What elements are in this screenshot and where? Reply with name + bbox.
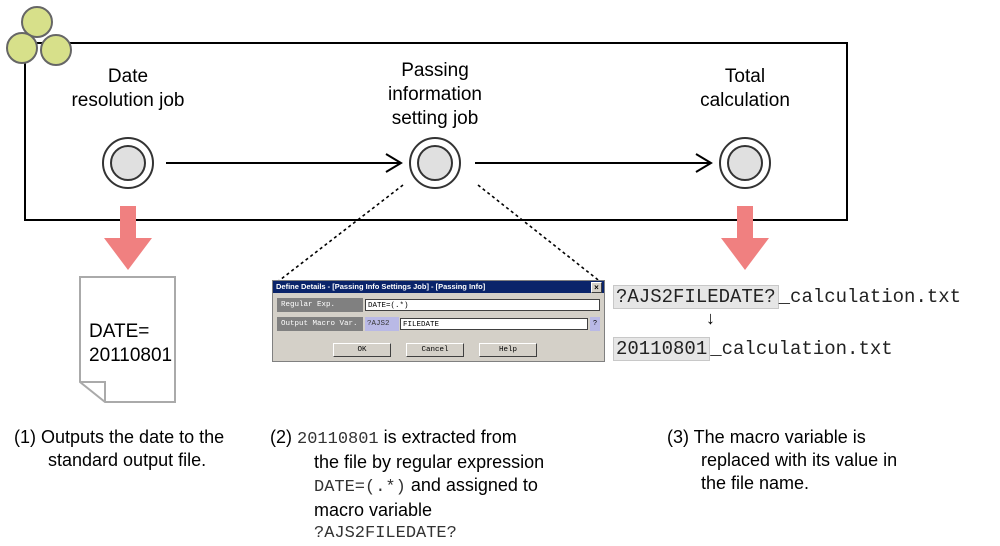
regex-label: Regular Exp. <box>277 298 363 312</box>
regex-input[interactable]: DATE=(.*) <box>365 299 600 311</box>
job-label-line: Date <box>107 66 149 87</box>
filename-after: 20110801_calculation.txt <box>613 337 893 361</box>
replace-arrow-icon <box>721 206 769 270</box>
caption-line: (2) 20110801 is extracted from <box>270 426 544 451</box>
value-highlight: 20110801 <box>613 337 711 361</box>
jobnet-frame <box>24 42 848 221</box>
caption-line: standard output file. <box>48 450 207 470</box>
filename-before: ?AJS2FILEDATE?_calculation.txt <box>613 285 961 309</box>
caption-line: the file name. <box>701 473 810 493</box>
job-label-line: setting job <box>391 108 479 129</box>
job-label-line: resolution job <box>71 90 185 111</box>
caption-text: and assigned to <box>410 475 538 495</box>
output-file-content: DATE= 20110801 <box>89 320 172 368</box>
job-icon-total-calculation <box>719 137 771 189</box>
define-details-dialog: Define Details - [Passing Info Settings … <box>272 280 605 362</box>
replace-down-arrow-icon: ↓ <box>706 308 715 328</box>
caption-regex: DATE=(.*) <box>314 478 406 497</box>
flow-arrow-1 <box>166 153 403 173</box>
job-label-total-calculation: Total calculation <box>645 65 845 113</box>
job-label-passing-info: Passing information setting job <box>335 59 535 131</box>
ok-button[interactable]: OK <box>333 343 391 357</box>
macro-input[interactable]: FILEDATE <box>400 318 588 330</box>
job-label-line: Total <box>724 66 766 87</box>
help-button[interactable]: Help <box>479 343 537 357</box>
job-label-line: information <box>388 84 482 105</box>
macro-label: Output Macro Var. <box>277 317 363 331</box>
output-file-line: 20110801 <box>89 345 173 366</box>
dialog-title: Define Details - [Passing Info Settings … <box>276 282 486 291</box>
caption-line: the file by regular expression <box>314 452 545 472</box>
job-label-line: calculation <box>700 90 790 111</box>
zoom-line-right <box>477 184 603 284</box>
caption-line: (3) The macro variable is <box>667 427 866 447</box>
macro-variable-highlight: ?AJS2FILEDATE? <box>613 285 779 309</box>
macro-row: Output Macro Var. ?AJS2 FILEDATE ? <box>277 317 600 331</box>
macro-suffix: ? <box>590 317 600 331</box>
caption-1: (1) Outputs the date to the standard out… <box>14 426 224 472</box>
job-icon-passing-info <box>409 137 461 189</box>
caption-number: (2) <box>270 427 292 447</box>
macro-prefix: ?AJS2 <box>365 317 399 331</box>
caption-2: (2) 20110801 is extracted from the file … <box>270 426 544 545</box>
flow-arrow-2 <box>475 153 713 173</box>
job-label-date-resolution: Date resolution job <box>28 65 228 113</box>
caption-text: is extracted from <box>383 427 517 447</box>
dialog-title-bar: Define Details - [Passing Info Settings … <box>273 281 604 293</box>
caption-variable: ?AJS2FILEDATE? <box>314 524 457 543</box>
caption-line: replaced with its value in <box>701 450 898 470</box>
document-icon <box>79 276 176 403</box>
caption-3: (3) The macro variable is replaced with … <box>667 426 897 495</box>
regex-row: Regular Exp. DATE=(.*) <box>277 298 600 312</box>
jobnet-icon <box>6 6 72 66</box>
cancel-button[interactable]: Cancel <box>406 343 464 357</box>
zoom-line-left <box>275 184 404 284</box>
job-icon-date-resolution <box>102 137 154 189</box>
caption-line: macro variable <box>314 500 433 520</box>
filename-rest: _calculation.txt <box>710 338 893 360</box>
caption-line: DATE=(.*) and assigned to <box>270 474 544 499</box>
caption-value: 20110801 <box>297 430 379 449</box>
caption-line: (1) Outputs the date to the <box>14 427 225 447</box>
close-icon[interactable]: × <box>591 282 602 293</box>
output-arrow-icon <box>104 206 152 270</box>
job-label-line: Passing <box>401 60 469 81</box>
filename-rest: _calculation.txt <box>778 286 962 308</box>
output-file-line: DATE= <box>89 321 150 342</box>
